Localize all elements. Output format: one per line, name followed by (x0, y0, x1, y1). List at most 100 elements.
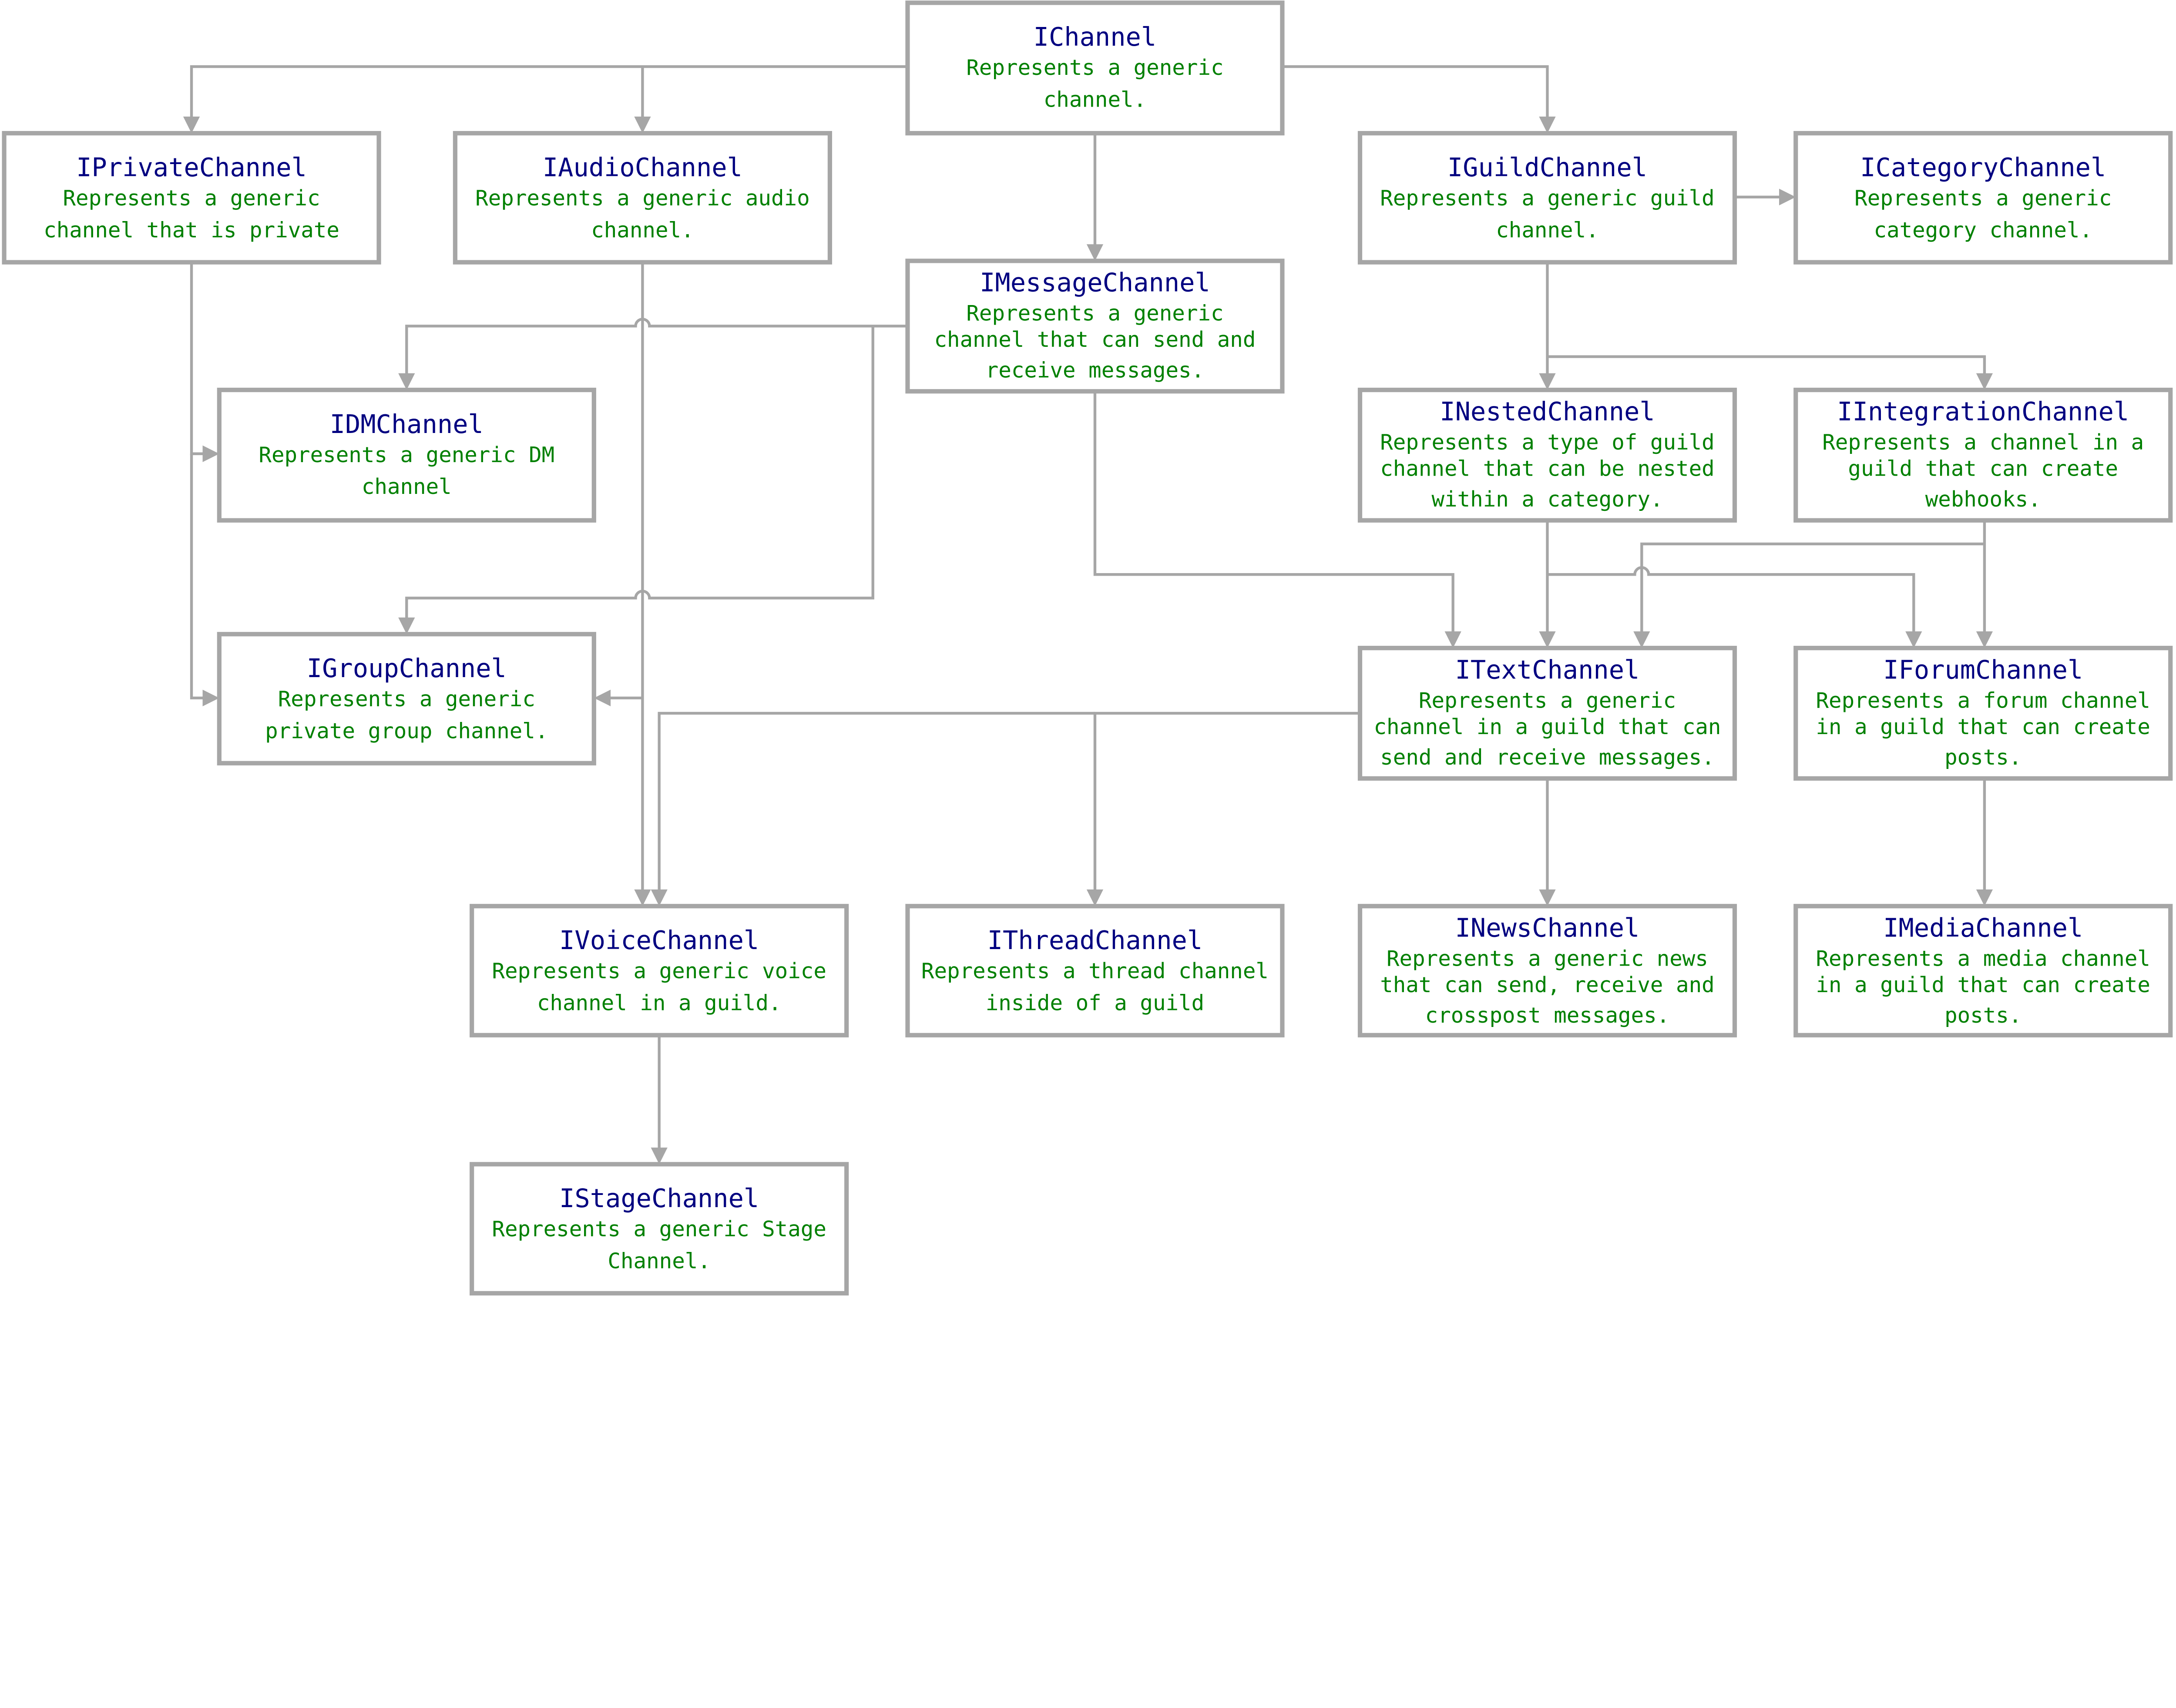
node-description-line: Represents a generic news (1387, 946, 1708, 971)
edge-INestedChannel-to-ITextChannel (1539, 520, 1556, 648)
node-title: IMediaChannel (1883, 913, 2083, 943)
node-box (470, 904, 849, 1037)
edge-IPrivateChannel-to-IDMChannel (190, 262, 219, 462)
node-box (453, 131, 832, 265)
arrowhead-icon (634, 889, 651, 906)
edge-line (1640, 542, 1985, 634)
arrowhead-icon (1444, 631, 1461, 648)
edge-line (190, 65, 908, 120)
edge-line (1093, 711, 1360, 893)
node-description-line: Represents a forum channel (1816, 688, 2150, 713)
node-description-line: crosspost messages. (1425, 1003, 1670, 1028)
edge-line (1282, 65, 1549, 120)
node-title: ICategoryChannel (1860, 153, 2106, 182)
node-description-line: Channel. (608, 1248, 710, 1274)
node-description-line: in a guild that can create (1816, 714, 2150, 739)
node-title: IVoiceChannel (559, 926, 759, 955)
edge-ITextChannel-to-IVoiceChannel (651, 711, 1095, 906)
node-title: IStageChannel (559, 1184, 759, 1213)
edge-IIntegrationChannel-to-IForumChannel (1976, 520, 1993, 648)
arrowhead-icon (1976, 373, 1993, 390)
node-title: INestedChannel (1440, 397, 1655, 426)
node-description-line: guild that can create (1848, 456, 2118, 481)
node-box (217, 387, 596, 523)
node-title: IMessageChannel (980, 268, 1210, 298)
edge-line (1547, 566, 1915, 634)
node-description-line: Represents a generic DM (259, 442, 554, 467)
node-box (1357, 904, 1737, 1037)
node-box (217, 632, 596, 765)
node-title: IIntegrationChannel (1837, 397, 2129, 426)
node-description-line: Represents a media channel (1816, 946, 2150, 971)
node-box (1793, 387, 2173, 523)
arrowhead-icon (1086, 244, 1104, 261)
node-description-line: Represents a generic voice (492, 958, 826, 983)
node-description-line: that can send, receive and (1380, 972, 1714, 997)
arrowhead-icon (1539, 889, 1556, 906)
node-box (2, 131, 381, 265)
edges (183, 65, 1993, 1164)
edge-IIntegrationChannel-to-ITextChannel (1633, 542, 1985, 648)
node-box (1357, 387, 1737, 523)
node-box (470, 1162, 849, 1296)
node-description-line: private group channel. (265, 718, 548, 743)
node-description-line: receive messages. (986, 357, 1204, 383)
node-description-line: channel that is private (44, 217, 339, 242)
node-box (1357, 646, 1737, 781)
node-description-line: within a category. (1431, 487, 1663, 512)
edge-line (190, 262, 205, 455)
node-description-line: Represents a thread channel (921, 958, 1269, 983)
node-box (1357, 131, 1737, 265)
node-description-line: posts. (1944, 745, 2022, 770)
edge-IForumChannel-to-IMediaChannel (1976, 778, 1993, 906)
edge-IMessageChannel-to-ITextChannel (1093, 391, 1461, 648)
edge-IChannel-to-IPrivateChannel (183, 65, 908, 134)
node-description-line: Represents a channel in a (1822, 430, 2144, 455)
arrowhead-icon (202, 445, 219, 462)
arrowhead-icon (594, 689, 611, 707)
arrowhead-icon (1779, 188, 1796, 205)
node-title: IPrivateChannel (76, 153, 307, 182)
node-box (905, 258, 1285, 394)
node-title: IAudioChannel (543, 153, 742, 182)
node-box (1793, 904, 2173, 1037)
node-description-line: category channel. (1874, 217, 2092, 242)
arrowhead-icon (1539, 631, 1556, 648)
node-description-line: send and receive messages. (1380, 745, 1714, 770)
edge-line (1547, 355, 1986, 376)
arrowhead-icon (398, 373, 415, 390)
node-title: IForumChannel (1883, 655, 2083, 685)
arrowhead-icon (183, 116, 200, 134)
node-description-line: Represents a generic (278, 686, 535, 711)
edge-line (405, 318, 908, 376)
node-description-line: channel. (591, 217, 694, 242)
node-title: IGuildChannel (1447, 153, 1647, 182)
edge-IMessageChannel-to-IDMChannel (398, 318, 908, 390)
node-description-line: webhooks. (1925, 487, 2041, 512)
arrowhead-icon (1976, 631, 1993, 648)
arrowhead-icon (1539, 116, 1556, 134)
edge-ITextChannel-to-IThreadChannel (1086, 711, 1360, 906)
arrowhead-icon (1976, 889, 1993, 906)
edge-IGuildChannel-to-ICategoryChannel (1734, 188, 1796, 205)
edge-IVoiceChannel-to-IStageChannel (651, 1035, 668, 1164)
node-description-line: Represents a generic (966, 55, 1223, 80)
